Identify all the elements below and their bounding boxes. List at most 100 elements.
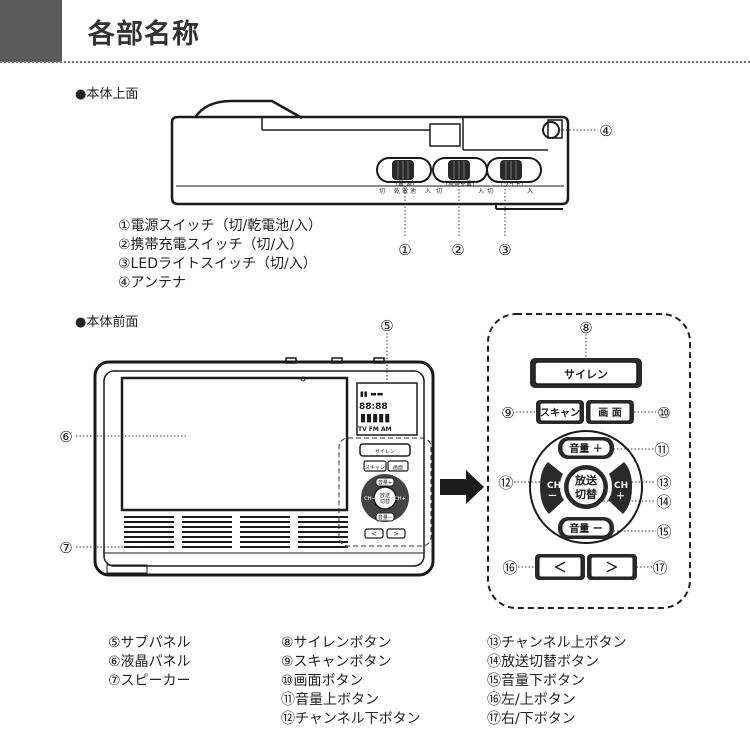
svg-text:音量−: 音量− xyxy=(378,514,392,521)
small-siren-button xyxy=(359,443,411,457)
svg-text:＞: ＞ xyxy=(605,561,618,576)
svg-text:乾 電 池: 乾 電 池 xyxy=(394,187,416,195)
svg-text:>: > xyxy=(393,530,399,538)
svg-text:▮▮▮▮▮: ▮▮▮▮▮ xyxy=(360,411,390,424)
callout-12: ⑫ xyxy=(498,474,513,492)
screen-button xyxy=(589,402,631,422)
speaker-slot xyxy=(298,546,348,548)
callout-8: ⑧ xyxy=(579,319,592,337)
svg-text:音量 ＋: 音量 ＋ xyxy=(569,442,602,455)
callout-10: ⑩ xyxy=(657,404,670,422)
device-top-view xyxy=(170,99,570,210)
zoom-callouts: ⑧ ⑨ ⑩ ⑪ ⑫ ⑬ ⑭ ⑮ ⑯ ⑰ xyxy=(498,319,671,577)
callout-14: ⑭ xyxy=(656,493,671,511)
speaker-slot xyxy=(240,536,290,538)
svg-text:入: 入 xyxy=(478,188,484,195)
callout-13: ⑬ xyxy=(656,474,671,492)
speaker-slot xyxy=(298,526,348,528)
switch-1 xyxy=(376,157,432,183)
speaker-slot xyxy=(240,546,290,548)
svg-text:入: 入 xyxy=(527,188,533,195)
legend-item: ⑰右/下ボタン xyxy=(487,711,576,727)
legend-item: ⑭放送切替ボタン xyxy=(487,654,599,670)
scan-button xyxy=(539,402,581,422)
speaker-slot xyxy=(240,521,290,523)
ch-minus-button xyxy=(540,462,564,514)
speaker-slot xyxy=(124,531,174,533)
svg-text:＜: ＜ xyxy=(553,561,566,576)
legend-item: ⑩画面ボタン xyxy=(281,673,364,689)
callout-15: ⑮ xyxy=(656,523,671,541)
speaker-slot xyxy=(182,531,232,533)
speaker-slot xyxy=(240,541,290,543)
front-section-label: ●本体前面 xyxy=(75,315,139,330)
top-section-label: ●本体上面 xyxy=(75,87,139,102)
front-legend-col-2: ⑧サイレンボタン ⑨スキャンボタン ⑩画面ボタン ⑪音量上ボタン ⑫チャンネル下… xyxy=(281,634,421,729)
svg-text:スキャン: スキャン xyxy=(365,465,385,471)
front-legend-col-1: ⑤サブパネル ⑥液晶パネル ⑦スピーカー xyxy=(108,634,191,691)
legend-item: ⑦スピーカー xyxy=(108,673,191,689)
callout-1: ① xyxy=(398,241,411,259)
speaker-slot xyxy=(298,521,348,523)
callout-9: ⑨ xyxy=(501,404,514,422)
legend-item: ⑤サブパネル xyxy=(108,635,191,651)
svg-text:音量 ー: 音量 ー xyxy=(569,522,602,535)
speaker-slot xyxy=(124,526,174,528)
speaker-slot xyxy=(124,516,174,518)
svg-text:ー: ー xyxy=(548,492,557,502)
speaker-slot xyxy=(182,521,232,523)
legend-item: ⑫チャンネル下ボタン xyxy=(281,711,421,727)
top-legend: ①電源スイッチ（切/乾電池/入） ②携帯充電スイッチ（切/入） ③LEDライトス… xyxy=(118,217,322,293)
page-title: 各部名称 xyxy=(88,19,200,50)
speaker-slot xyxy=(182,516,232,518)
speaker-slot xyxy=(240,516,290,518)
speaker-slot xyxy=(124,546,174,548)
svg-text:切: 切 xyxy=(487,188,493,195)
device-front-view xyxy=(93,357,435,577)
speaker-slot xyxy=(124,536,174,538)
svg-text:CH: CH xyxy=(614,481,628,491)
sub-panel-buttons: サイレン スキャン 画面 放送 切替 音量+ 音量− CH− CH+ < > xyxy=(338,437,432,547)
svg-text:CH+: CH+ xyxy=(394,496,405,502)
legend-item: ④アンテナ xyxy=(118,275,186,291)
callout-3: ③ xyxy=(498,241,511,259)
svg-text:画面: 画面 xyxy=(393,465,403,471)
svg-text:画 面: 画 面 xyxy=(598,407,621,419)
legend-item: ②携帯充電スイッチ（切/入） xyxy=(118,237,304,253)
callout-2: ② xyxy=(451,241,464,259)
svg-text:＋: ＋ xyxy=(616,491,625,502)
svg-text:音量+: 音量+ xyxy=(378,479,392,486)
speaker-slot xyxy=(240,531,290,533)
svg-text:切替: 切替 xyxy=(380,498,390,505)
speaker-slot xyxy=(240,526,290,528)
svg-text:サイレン: サイレン xyxy=(564,368,608,381)
volume-up-button xyxy=(561,439,611,457)
speaker-grille xyxy=(124,516,348,548)
speaker-slot xyxy=(298,541,348,543)
top-callouts: ① ② ③ ④ xyxy=(398,122,612,259)
siren-button xyxy=(534,361,638,385)
volume-down-button xyxy=(561,519,611,537)
speaker-slot xyxy=(182,526,232,528)
legend-item: ①電源スイッチ（切/乾電池/入） xyxy=(118,218,322,234)
speaker-slot xyxy=(124,541,174,543)
zoom-panel: サイレン スキャン 画 面 音量 ＋ 音量 ー CH ー CH ＋ 放送 切替 … xyxy=(487,313,691,609)
svg-text:<: < xyxy=(371,530,377,538)
callout-17: ⑰ xyxy=(652,559,667,577)
arrow-right-icon xyxy=(440,470,484,504)
speaker-slot xyxy=(182,536,232,538)
svg-text:（携帯充電）: （携帯充電） xyxy=(442,180,478,188)
svg-text:TV FM AM: TV FM AM xyxy=(358,426,392,433)
svg-text:スキャン: スキャン xyxy=(540,407,580,419)
header-divider xyxy=(0,61,750,63)
speaker-slot xyxy=(182,546,232,548)
front-leader-lines xyxy=(76,333,388,548)
svg-text:CH−: CH− xyxy=(364,496,375,502)
lcd-panel xyxy=(120,376,349,512)
switch-2 xyxy=(432,157,488,183)
speaker-slot xyxy=(124,521,174,523)
legend-item: ⑬チャンネル上ボタン xyxy=(487,635,627,651)
legend-item: ⑪音量上ボタン xyxy=(281,692,379,708)
broadcast-switch-button xyxy=(567,468,605,506)
